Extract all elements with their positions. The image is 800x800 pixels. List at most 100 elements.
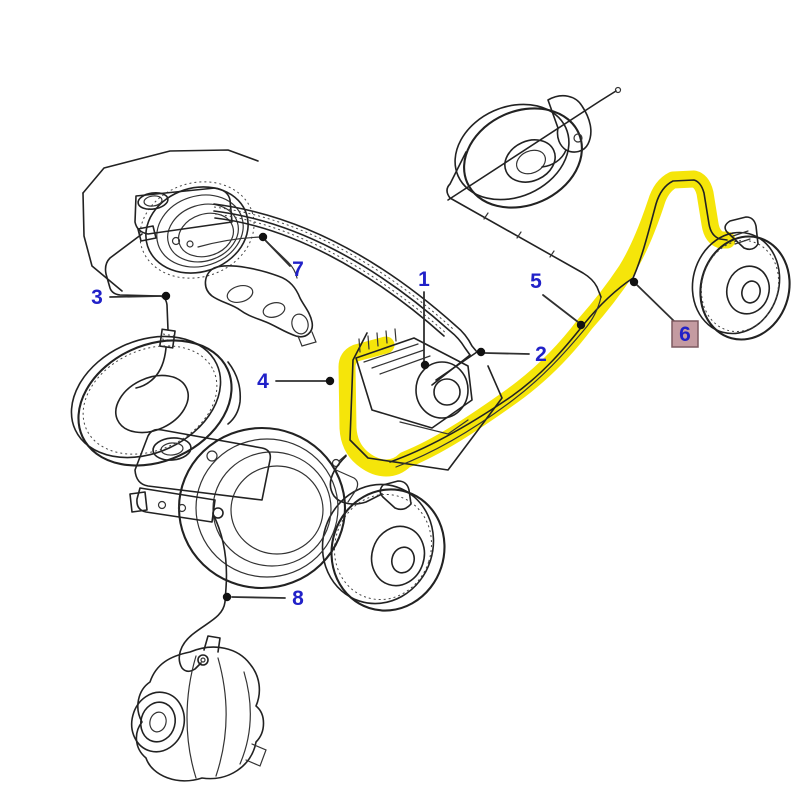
booster-coil-texture <box>139 181 255 279</box>
pump-seam <box>186 655 197 779</box>
leader-line-5 <box>542 294 579 323</box>
pushrod-clevis <box>335 469 359 503</box>
reservoir-cap <box>152 437 192 461</box>
abs-motor-cap <box>433 378 461 406</box>
pipe-3-line <box>104 233 169 331</box>
abs-body <box>355 337 473 429</box>
disc-hub-hole <box>390 546 416 574</box>
reservoir-cap-inner <box>143 195 163 207</box>
master-cylinder <box>136 487 216 523</box>
pipe-5-centerline <box>395 296 602 468</box>
drum-depth <box>454 103 570 201</box>
drum-plate-edge <box>227 361 242 425</box>
mc-port <box>157 500 167 510</box>
disc-depth <box>321 483 435 605</box>
reservoir-cap-inner <box>160 442 184 456</box>
union-fitting <box>186 240 194 248</box>
abs-modulator <box>331 328 503 471</box>
caliper-bracket <box>724 216 759 251</box>
bundle-pipe-3 <box>214 217 445 337</box>
union-fitting <box>171 236 181 246</box>
hood-outline <box>82 149 259 194</box>
leader-line-8 <box>231 596 286 599</box>
pump-body <box>135 646 265 782</box>
callout-dot-1 <box>420 360 430 370</box>
brake-pipe-bundle <box>213 203 478 386</box>
drum-outer <box>463 107 583 209</box>
callout-dot-3 <box>161 291 171 301</box>
bundle-texture <box>214 213 448 335</box>
reservoir-cap <box>137 192 169 210</box>
abs-flange <box>399 419 469 435</box>
callout-dot-6 <box>629 277 639 287</box>
pump-pulley-shaft <box>149 711 167 733</box>
abs-motor <box>415 361 469 419</box>
bracket-hole <box>226 284 254 304</box>
callout-6-selected-box[interactable] <box>671 320 699 348</box>
pump-pulley-mid <box>139 701 177 743</box>
pipes-to-abs <box>431 354 471 386</box>
leader-line-3 <box>109 295 163 298</box>
mc-port <box>177 503 187 513</box>
callout-label-1[interactable]: 1 <box>418 268 430 291</box>
abs-lower-pipe <box>338 454 347 462</box>
disc-hub-hole <box>741 280 761 304</box>
bracket-foot <box>297 331 317 347</box>
leader-line-2 <box>484 352 530 355</box>
booster-rib <box>177 212 235 258</box>
bracket-outline <box>204 265 314 338</box>
leader-line-6 <box>636 284 677 324</box>
pipe-through-drum <box>447 90 617 201</box>
bracket-end-cap <box>291 313 309 335</box>
pump-pulley <box>130 691 186 753</box>
callout-dot-4 <box>325 376 335 386</box>
leader-line-7 <box>265 240 291 267</box>
front-brake-disc-bottom <box>321 455 446 612</box>
callout-label-4[interactable]: 4 <box>257 370 269 393</box>
booster-rib <box>156 194 244 268</box>
callout-label-3[interactable]: 3 <box>91 286 103 309</box>
caliper-detail <box>732 230 751 245</box>
rear-drum-left-depth <box>70 335 222 459</box>
abs-body-rib <box>363 343 431 375</box>
callout-label-5[interactable]: 5 <box>530 270 542 293</box>
callout-dot-8 <box>222 592 232 602</box>
callout-dot-7 <box>258 232 268 242</box>
pump-seam <box>215 657 227 777</box>
highlighted-brake-pipe <box>338 170 736 477</box>
disc-rim-hatch <box>700 239 780 333</box>
vacuum-pipe-8-and-pump <box>130 513 267 782</box>
pump-inlet-hole <box>200 657 206 663</box>
rear-drum-left <box>77 339 233 467</box>
bracket-hole <box>262 302 286 318</box>
pipe-6-centerline <box>389 179 728 463</box>
callout-dot-5 <box>576 320 586 330</box>
bundle-pipe-2 <box>213 210 471 356</box>
red-clip-tick <box>483 212 555 258</box>
banjo-fitting <box>212 507 224 519</box>
front-brake-disc-right <box>691 216 791 341</box>
mc-nozzle <box>129 491 148 513</box>
callout-label-7[interactable]: 7 <box>292 258 304 281</box>
abs-port <box>358 328 397 353</box>
pump-foot <box>245 743 267 767</box>
reservoir-body <box>134 428 272 501</box>
bracket-boss <box>573 133 583 143</box>
hood-outline-left <box>82 192 123 292</box>
outlet-nozzle <box>137 225 157 242</box>
disc-depth <box>691 231 781 335</box>
bracket-heat-shield <box>204 265 317 347</box>
callout-label-6[interactable]: 6 <box>679 323 691 346</box>
flex-hose <box>135 347 167 389</box>
pump-inlet <box>197 654 209 666</box>
callout-label-8[interactable]: 8 <box>292 587 304 610</box>
highlight-stroke <box>338 170 736 477</box>
rear-brake-drum-top <box>454 94 592 209</box>
bracket-hose <box>541 149 567 168</box>
booster-rib <box>230 465 324 555</box>
callout-label-2[interactable]: 2 <box>535 343 547 366</box>
callout-dot-2 <box>476 347 486 357</box>
drum-hub-hole <box>515 149 547 175</box>
